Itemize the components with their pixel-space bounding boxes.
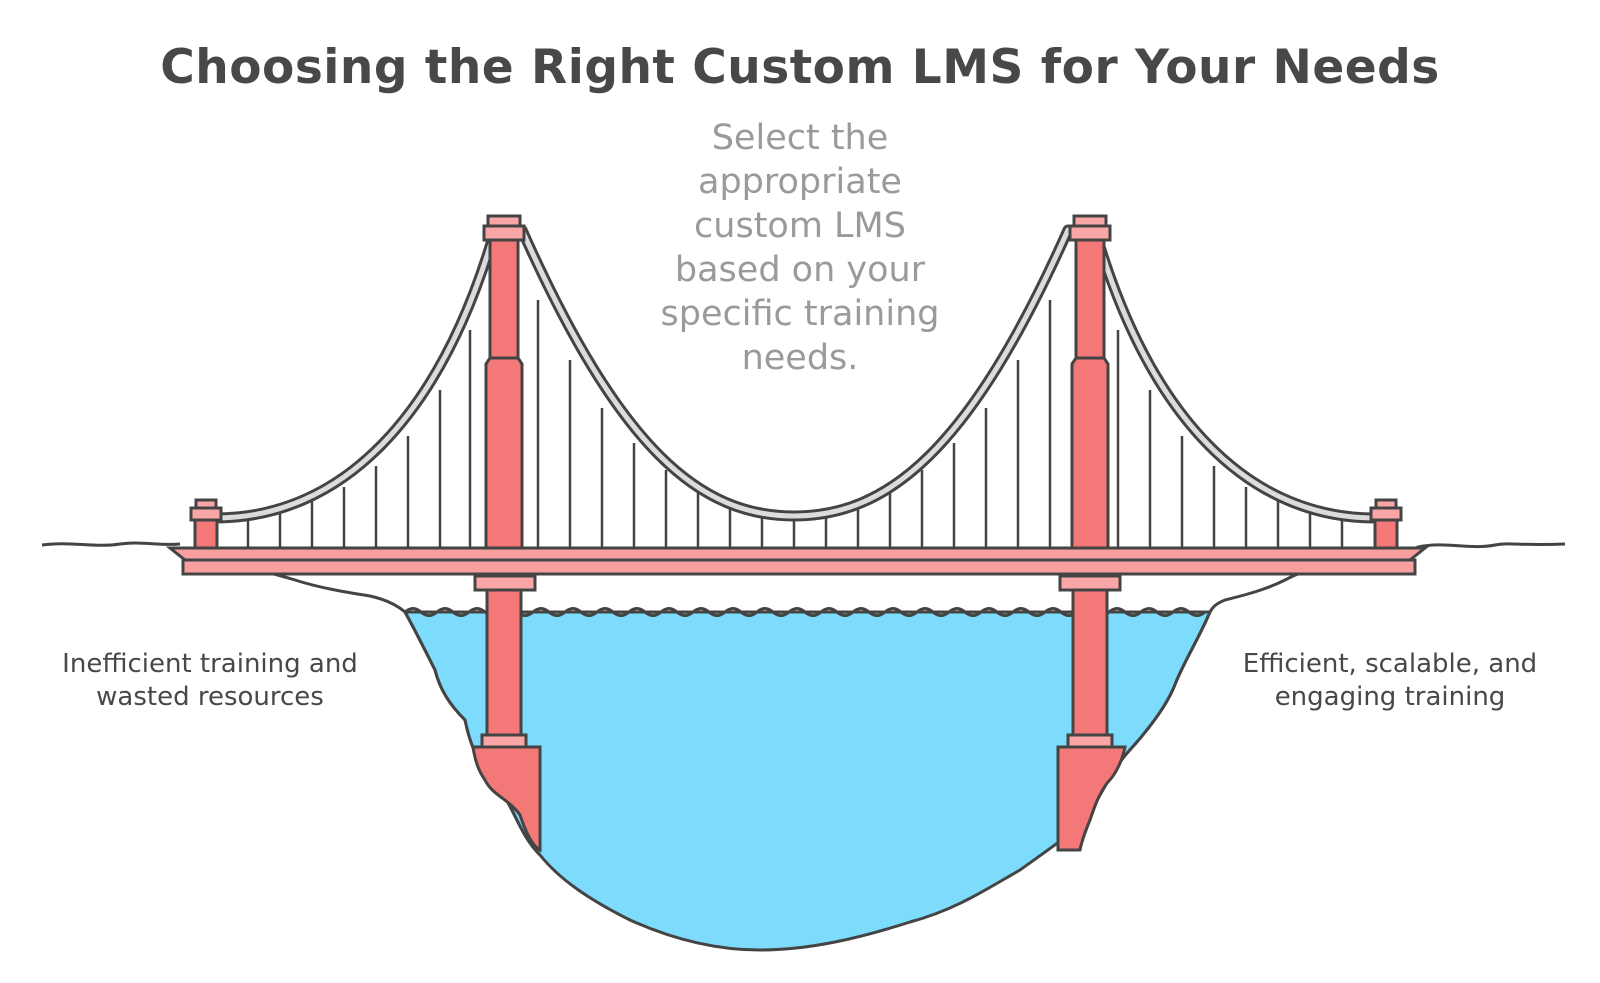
left-anchor-post bbox=[189, 498, 223, 550]
right-side-label-line: Efficient, scalable, and bbox=[1242, 649, 1538, 679]
suspender-rods bbox=[246, 300, 1344, 552]
right-tower-pier bbox=[1056, 574, 1127, 852]
left-tower-pier bbox=[471, 574, 542, 853]
left-tower bbox=[482, 214, 526, 550]
left-side-label-line: wasted resources bbox=[96, 682, 324, 712]
bridge-caption-line: specific training bbox=[660, 294, 940, 334]
bridge-deck bbox=[165, 546, 1430, 576]
ground-line-left bbox=[41, 541, 181, 547]
bridge-caption-line: appropriate bbox=[698, 162, 902, 202]
bridge-caption-line: needs. bbox=[741, 338, 859, 378]
left-side-label-line: Inefficient training and bbox=[62, 649, 358, 679]
right-anchor-post bbox=[1369, 498, 1403, 550]
bridge-caption-line: custom LMS bbox=[694, 206, 906, 246]
ground-line-right bbox=[1417, 542, 1566, 549]
bridge-caption-line: based on your bbox=[674, 250, 926, 290]
right-tower bbox=[1068, 214, 1112, 550]
bridge-caption: Select the appropriate custom LMS based … bbox=[600, 116, 1000, 380]
main-cables bbox=[209, 224, 1381, 524]
right-side-label: Efficient, scalable, and engaging traini… bbox=[1205, 648, 1575, 714]
page-title: Choosing the Right Custom LMS for Your N… bbox=[160, 40, 1440, 95]
left-side-label: Inefficient training and wasted resource… bbox=[30, 648, 390, 714]
bridge-caption-line: Select the bbox=[711, 118, 889, 158]
right-side-label-line: engaging training bbox=[1274, 682, 1506, 712]
